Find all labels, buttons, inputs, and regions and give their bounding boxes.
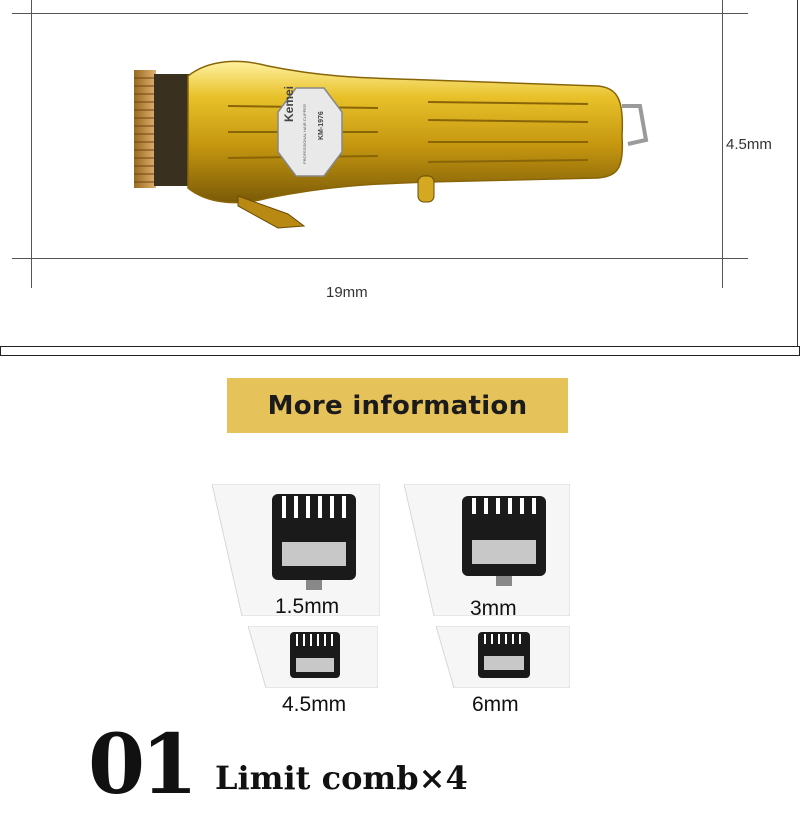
comb-card-1 [212, 484, 380, 616]
comb-card-2 [404, 484, 570, 616]
comb-card-3 [248, 626, 378, 688]
section-number: 01 [88, 717, 198, 813]
left-dimension-line [31, 0, 32, 288]
comb-card-4 [436, 626, 570, 688]
comb-label-3: 4.5mm [282, 693, 347, 716]
top-dimension-line [12, 13, 748, 14]
product-subtitle-text: PROFESSIONAL HAIR CLIPPER [302, 104, 307, 164]
brand-logo-text: Kemei [282, 85, 296, 122]
hair-clipper-image [134, 60, 649, 229]
comb-label-4: 6mm [472, 693, 519, 716]
comb-label-2: 3mm [470, 597, 517, 620]
model-number-text: KM-1976 [318, 111, 325, 140]
banner-title: More information [267, 390, 528, 421]
width-dimension-label: 19mm [326, 284, 368, 301]
more-information-banner: More information [227, 378, 568, 433]
right-dimension-line [722, 0, 723, 288]
height-dimension-label: 4.5mm [726, 136, 772, 153]
comb-label-1: 1.5mm [275, 595, 340, 618]
section-title: Limit comb×4 [215, 759, 468, 797]
edge-line [797, 0, 798, 346]
bottom-dimension-line [12, 258, 748, 259]
section-divider [0, 346, 800, 356]
